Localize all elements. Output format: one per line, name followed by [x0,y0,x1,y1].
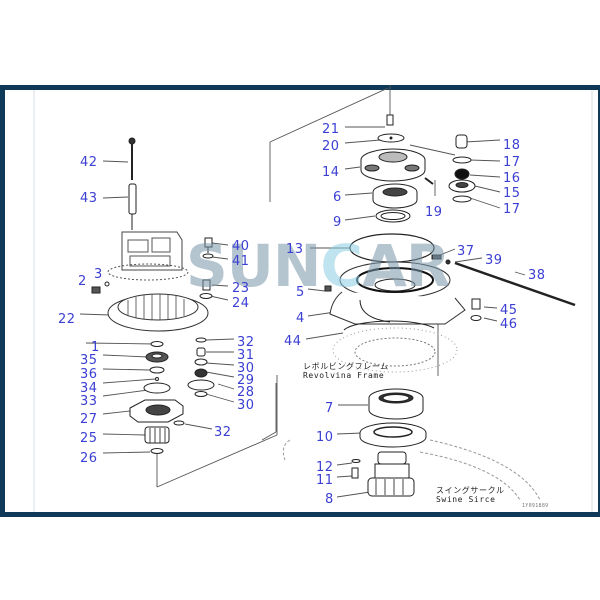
part-label-34: 34 [80,381,98,396]
part-label-30b: 30 [237,398,255,413]
part-label-37: 37 [457,244,475,259]
part-label-25: 25 [80,431,98,446]
part-label-1: 1 [91,340,100,355]
part-label-2: 2 [78,274,87,289]
part-label-38: 38 [528,268,546,283]
part-label-17b: 17 [503,202,521,217]
revolving-frame-caption: レボルビングフレーム Revolvina Frame [303,362,389,380]
part-label-26: 26 [80,451,98,466]
part-label-12: 12 [316,460,334,475]
part-label-32b: 32 [214,425,232,440]
swing-circle-caption-en: Swine Sirce [436,495,496,504]
part-label-4: 4 [296,311,305,326]
part-label-18: 18 [503,138,521,153]
part-label-22: 22 [58,312,76,327]
diagram-frame [0,85,600,517]
part-label-3: 3 [94,267,103,282]
part-label-31: 31 [237,348,255,363]
frame-inner-rule-right [591,90,593,512]
part-label-15: 15 [503,186,521,201]
part-label-7: 7 [325,401,334,416]
part-label-24: 24 [232,296,250,311]
part-label-32: 32 [237,335,255,350]
part-label-13: 13 [286,242,304,257]
part-label-43: 43 [80,191,98,206]
part-label-21: 21 [322,122,340,137]
part-label-44: 44 [284,334,302,349]
part-label-41: 41 [232,254,250,269]
part-label-46: 46 [500,317,518,332]
watermark: SUNCAR [186,232,451,300]
part-label-17: 17 [503,155,521,170]
revolving-frame-caption-en: Revolvina Frame [303,371,385,380]
part-label-28: 28 [237,385,255,400]
part-label-39: 39 [485,253,503,268]
part-label-40: 40 [232,239,250,254]
part-label-36: 36 [80,367,98,382]
part-label-6: 6 [333,190,342,205]
swing-circle-caption-jp: スイングサークル [436,486,505,495]
part-label-42: 42 [80,155,98,170]
part-label-35: 35 [80,353,98,368]
part-label-16: 16 [503,171,521,186]
part-label-8: 8 [325,492,334,507]
part-label-10: 10 [316,430,334,445]
part-label-30: 30 [237,361,255,376]
part-label-14: 14 [322,165,340,180]
part-label-11: 11 [316,473,334,488]
part-label-9: 9 [333,215,342,230]
part-label-5: 5 [296,285,305,300]
part-label-29: 29 [237,373,255,388]
revolving-frame-caption-jp: レボルビングフレーム [303,362,389,371]
swing-circle-caption: スイングサークル Swine Sirce [436,486,505,504]
part-label-27: 27 [80,412,98,427]
part-label-23: 23 [232,281,250,296]
part-label-19: 19 [425,205,443,220]
part-label-33: 33 [80,394,98,409]
drawing-code: 1Y091889 [522,503,549,509]
part-label-20: 20 [322,139,340,154]
frame-inner-rule-left [33,90,35,512]
part-label-45: 45 [500,303,518,318]
